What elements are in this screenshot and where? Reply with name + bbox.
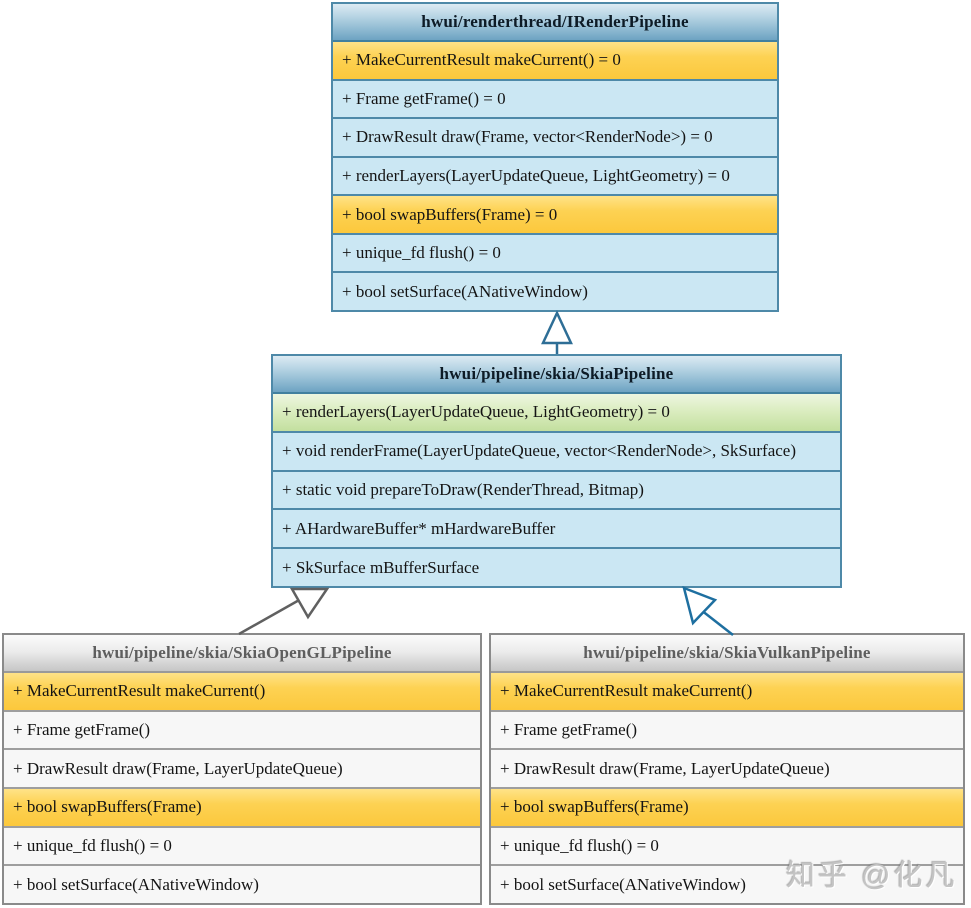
member-row: + DrawResult draw(Frame, LayerUpdateQueu… <box>4 748 480 788</box>
arrow-skiapipeline-to-irenderpipeline <box>541 310 573 354</box>
class-title-irenderpipeline: hwui/renderthread/IRenderPipeline <box>333 4 777 42</box>
arrow-opengl-to-skiapipeline <box>238 587 330 636</box>
member-row: + renderLayers(LayerUpdateQueue, LightGe… <box>273 394 840 431</box>
member-row: + Frame getFrame() = 0 <box>333 78 777 118</box>
member-row: + DrawResult draw(Frame, vector<RenderNo… <box>333 117 777 156</box>
member-row: + bool swapBuffers(Frame) = 0 <box>333 194 777 233</box>
hollow-triangle-icon <box>541 310 573 345</box>
member-row: + static void prepareToDraw(RenderThread… <box>273 469 840 509</box>
hollow-triangle-icon <box>289 587 330 620</box>
arrow-vulkan-to-skiapipeline <box>682 585 734 636</box>
member-row: + Frame getFrame() <box>4 709 480 749</box>
member-row: + bool setSurface(ANativeWindow) <box>491 864 963 904</box>
member-row: + MakeCurrentResult makeCurrent() = 0 <box>333 42 777 79</box>
class-title-skiavulkanpipeline: hwui/pipeline/skia/SkiaVulkanPipeline <box>491 635 963 673</box>
member-row: + bool swapBuffers(Frame) <box>491 787 963 826</box>
member-row: + bool setSurface(ANativeWindow) <box>4 864 480 904</box>
member-row: + unique_fd flush() = 0 <box>491 825 963 865</box>
member-row: + Frame getFrame() <box>491 709 963 749</box>
member-row: + MakeCurrentResult makeCurrent() <box>491 673 963 710</box>
member-row: + bool swapBuffers(Frame) <box>4 787 480 826</box>
class-box-skiavulkanpipeline: hwui/pipeline/skia/SkiaVulkanPipeline + … <box>489 633 965 905</box>
member-row: + AHardwareBuffer* mHardwareBuffer <box>273 508 840 548</box>
member-row: + void renderFrame(LayerUpdateQueue, vec… <box>273 430 840 470</box>
member-row: + MakeCurrentResult makeCurrent() <box>4 673 480 710</box>
member-row: + renderLayers(LayerUpdateQueue, LightGe… <box>333 155 777 195</box>
member-row: + unique_fd flush() = 0 <box>4 825 480 865</box>
class-box-skiapipeline: hwui/pipeline/skia/SkiaPipeline + render… <box>271 354 842 588</box>
member-row: + unique_fd flush() = 0 <box>333 232 777 272</box>
class-box-irenderpipeline: hwui/renderthread/IRenderPipeline + Make… <box>331 2 779 312</box>
member-row: + DrawResult draw(Frame, LayerUpdateQueu… <box>491 748 963 788</box>
member-row: + SkSurface mBufferSurface <box>273 547 840 586</box>
class-box-skiaopenglpipeline: hwui/pipeline/skia/SkiaOpenGLPipeline + … <box>2 633 482 905</box>
member-row: + bool setSurface(ANativeWindow) <box>333 271 777 311</box>
hollow-triangle-icon <box>682 585 718 626</box>
class-title-skiaopenglpipeline: hwui/pipeline/skia/SkiaOpenGLPipeline <box>4 635 480 673</box>
class-title-skiapipeline: hwui/pipeline/skia/SkiaPipeline <box>273 356 840 394</box>
watermark: 知乎 @化凡 <box>786 860 958 892</box>
